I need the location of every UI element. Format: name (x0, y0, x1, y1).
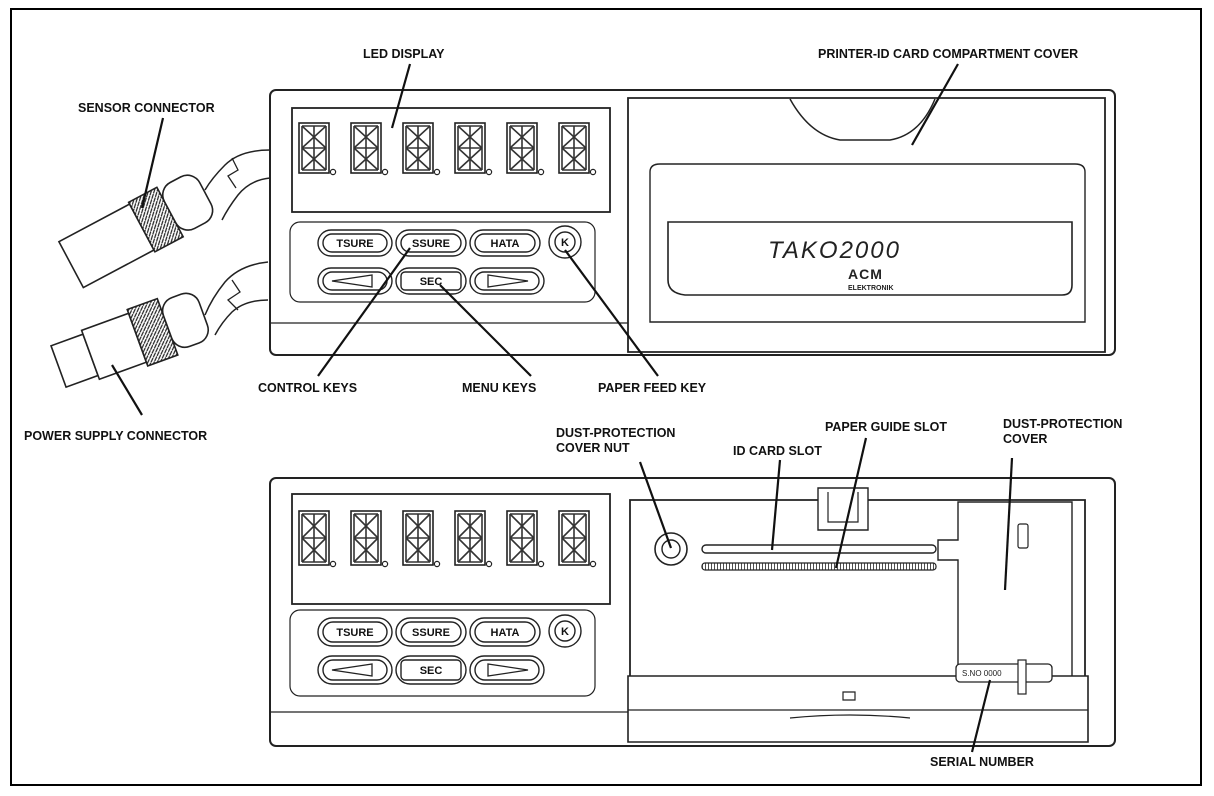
paper-guide-slot[interactable] (701, 562, 937, 571)
paper-feed-k-key[interactable]: K (548, 225, 582, 259)
sensor-connector-label: SENSOR CONNECTOR (78, 101, 215, 115)
led-digits (298, 122, 597, 176)
hata-key[interactable]: HATA (469, 229, 541, 257)
left-arrow-icon (331, 663, 373, 677)
tsure-key[interactable]: TSURE (317, 229, 393, 257)
menu-right-key[interactable] (469, 267, 545, 295)
serial-plate-text: S.NO 0000 (962, 669, 1002, 678)
bottom-leaders (638, 437, 1014, 753)
cover-notch[interactable] (789, 98, 936, 141)
power-supply-connector[interactable] (48, 286, 213, 395)
paper-guide-slot-label: PAPER GUIDE SLOT (825, 420, 947, 434)
sec-key[interactable]: SEC (395, 267, 467, 295)
sensor-connector[interactable] (57, 169, 218, 290)
menu-left-key-bottom[interactable] (317, 655, 393, 685)
dust-cover-label-2: COVER (1003, 432, 1047, 446)
led-digit (350, 510, 389, 568)
top-unit: TAKO2000 ACM ELEKTRONIK (269, 89, 1116, 356)
dust-cover-nut-label-1: DUST-PROTECTION (556, 426, 675, 440)
dust-cover-nut-label-2: COVER NUT (556, 441, 630, 455)
menu-right-key-bottom[interactable] (469, 655, 545, 685)
id-card-slot-label: ID CARD SLOT (733, 444, 822, 458)
brand-plate (667, 221, 1073, 296)
led-display (291, 107, 611, 213)
dust-protection-cover[interactable] (937, 501, 1073, 691)
bottom-keys: TSURE SSURE HATA K SEC (317, 614, 582, 685)
brand-model: TAKO2000 (768, 237, 901, 264)
led-digit (506, 122, 545, 176)
brand-logo: ACM (848, 266, 883, 282)
led-display-bottom (291, 493, 611, 605)
power-supply-connector-label: POWER SUPPLY CONNECTOR (24, 429, 207, 443)
ssure-key[interactable]: SSURE (395, 229, 467, 257)
tsure-key-label: TSURE (336, 238, 373, 250)
led-digits-bottom (298, 510, 597, 568)
hata-key-bottom[interactable]: HATA (469, 617, 541, 647)
serial-number-label: SERIAL NUMBER (930, 755, 1034, 769)
tsure-key-label-bottom: TSURE (336, 627, 373, 639)
printer-cover-label: PRINTER-ID CARD COMPARTMENT COVER (818, 47, 1078, 61)
ssure-key-label: SSURE (412, 238, 450, 250)
paper-feed-key-label: PAPER FEED KEY (598, 381, 707, 395)
led-digit (298, 122, 337, 176)
led-digit (506, 510, 545, 568)
dust-cover-label-1: DUST-PROTECTION (1003, 417, 1122, 431)
tsure-key-bottom[interactable]: TSURE (317, 617, 393, 647)
ssure-key-bottom[interactable]: SSURE (395, 617, 467, 647)
top-leaders (111, 63, 959, 416)
left-arrow-icon (331, 274, 373, 288)
k-key-bottom[interactable]: K (548, 614, 582, 648)
led-digit (350, 122, 389, 176)
serial-number-plate (955, 663, 1053, 683)
top-keys: TSURE SSURE HATA K SEC (317, 225, 582, 295)
led-digit (454, 510, 493, 568)
id-card-slot[interactable] (701, 544, 937, 554)
led-display-label: LED DISPLAY (363, 47, 445, 61)
control-keys-label: CONTROL KEYS (258, 381, 357, 395)
right-arrow-icon (487, 663, 529, 677)
sec-key-label: SEC (420, 276, 443, 288)
led-digit (402, 122, 441, 176)
led-digit (558, 510, 597, 568)
ssure-key-label-bottom: SSURE (412, 627, 450, 639)
led-digit (454, 122, 493, 176)
hata-key-label-bottom: HATA (491, 627, 520, 639)
bottom-unit: S.NO 0000 (269, 477, 1116, 747)
k-key-label-bottom: K (561, 626, 569, 638)
led-digit (558, 122, 597, 176)
k-key-label: K (561, 237, 569, 249)
brand-maker: ELEKTRONIK (848, 285, 894, 292)
led-digit (402, 510, 441, 568)
led-digit (298, 510, 337, 568)
cables (204, 149, 271, 336)
sec-key-bottom[interactable]: SEC (395, 655, 467, 685)
hata-key-label: HATA (491, 238, 520, 250)
sec-key-label-bottom: SEC (420, 665, 443, 677)
menu-keys-label: MENU KEYS (462, 381, 536, 395)
right-arrow-icon (487, 274, 529, 288)
